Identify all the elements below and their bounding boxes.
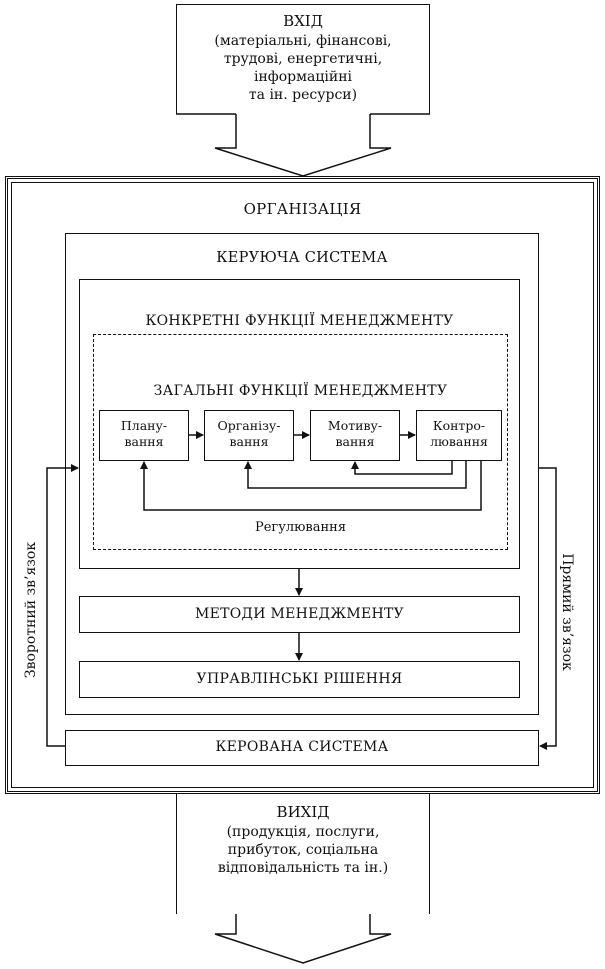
input-title: ВХІД: [283, 12, 323, 30]
motivating-label: Мотиву- вання: [327, 418, 383, 449]
control-system-title: КЕРУЮЧА СИСТЕМА: [216, 250, 388, 266]
managed-system-box: [65, 730, 539, 766]
planning-label: Плану- вання: [120, 418, 168, 449]
organization-frame: [5, 176, 600, 794]
input-arrow-outline: [214, 114, 392, 177]
methods-box: [79, 596, 520, 633]
managed-system-label: КЕРОВАНА СИСТЕМА: [215, 739, 389, 755]
organization-inner-frame: [11, 182, 594, 788]
motivating-box: [310, 410, 400, 461]
loop-to-organizing: [244, 461, 467, 489]
output-box: [176, 794, 430, 914]
controlling-label: Контро- лювання: [430, 418, 488, 449]
loop-to-planning: [140, 461, 482, 511]
output-arrow-outline: [214, 914, 392, 964]
feedback-arrow: [46, 464, 79, 747]
planning-box: [99, 410, 189, 461]
organizing-box: [204, 410, 294, 461]
loop-to-motivating: [351, 461, 453, 475]
input-arrow-head: [236, 114, 360, 148]
input-description: (матеріальні, фінансові, трудові, енерге…: [214, 33, 392, 103]
organization-title: ОРГАНІЗАЦІЯ: [243, 200, 362, 218]
decisions-box: [79, 661, 520, 698]
organizing-label: Організу- вання: [217, 418, 281, 449]
direct-link-arrow: [539, 467, 557, 750]
decisions-label: УПРАВЛІНСЬКІ РІШЕННЯ: [196, 671, 403, 687]
methods-label: МЕТОДИ МЕНЕДЖМЕНТУ: [194, 606, 405, 622]
controlling-box: [416, 410, 502, 461]
output-title: ВИХІД: [276, 803, 330, 821]
regulation-label: Регулювання: [254, 520, 347, 535]
output-description: (продукція, послуги, прибуток, соціальна…: [217, 824, 389, 876]
input-box: [176, 4, 430, 114]
specific-functions-title: КОНКРЕТНІ ФУНКЦІЇ МЕНЕДЖМЕНТУ: [145, 313, 454, 329]
general-functions-title: ЗАГАЛЬНІ ФУНКЦІЇ МЕНЕДЖМЕНТУ: [153, 383, 448, 399]
